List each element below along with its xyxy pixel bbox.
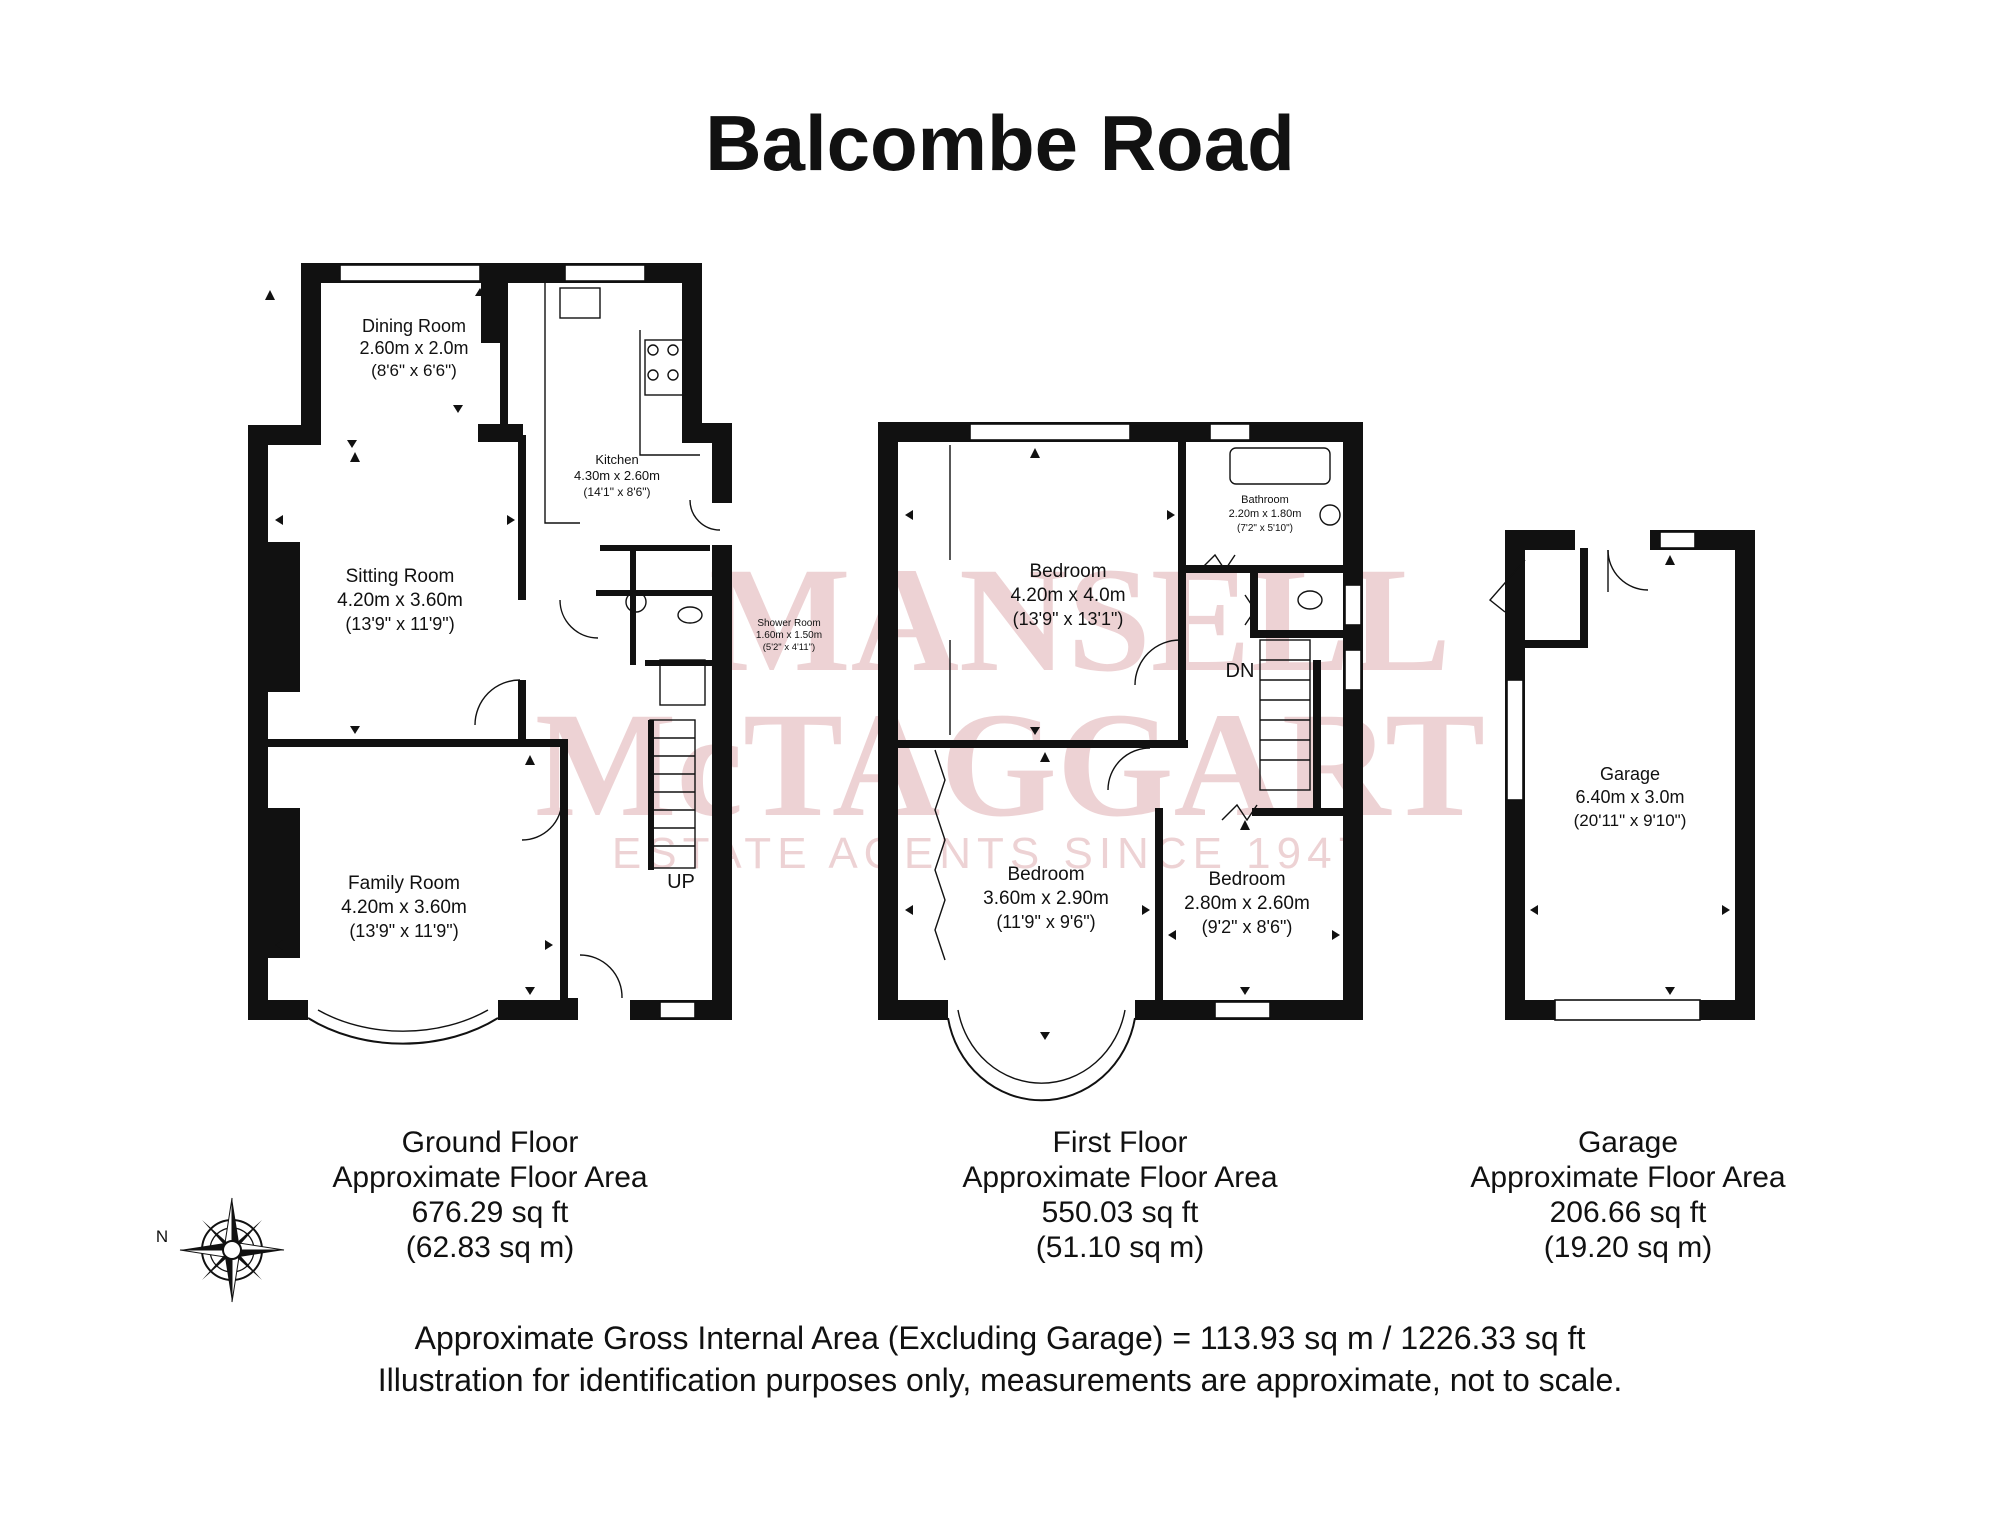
room-size-imperial: (8'6" x 6'6") [371,361,457,380]
room-size: 2.20m x 1.80m [1229,508,1302,520]
page-title: Balcombe Road [705,99,1295,187]
floor-area-label: Approximate Floor Area [332,1161,648,1194]
room-kitchen: Kitchen 4.30m x 2.60m (14'1" x 8'6") [574,452,660,499]
floor-area-sqft: 206.66 sq ft [1549,1196,1707,1229]
stairs-up-label: UP [667,871,695,893]
room-size: 4.20m x 3.60m [337,590,463,611]
room-size-imperial: (14'1" x 8'6") [583,485,650,499]
watermark: MANSELL McTAGGART ESTATE AGENTS SINCE 19… [535,537,1485,878]
floor-area-sqm: (51.10 sq m) [1035,1231,1205,1264]
room-name: Garage [1600,764,1660,784]
room-size: 2.60m x 2.0m [359,338,468,358]
room-bathroom: Bathroom 2.20m x 1.80m (7'2" x 5'10") [1229,494,1302,534]
ground-floor-summary: Ground Floor Approximate Floor Area 676.… [290,1125,690,1265]
watermark-line2: McTAGGART [535,682,1485,848]
room-sitting: Sitting Room 4.20m x 3.60m (13'9" x 11'9… [337,566,463,634]
room-size-imperial: (5'2" x 4'11") [763,642,815,653]
disclaimer-text: Illustration for identification purposes… [377,1362,1623,1398]
first-floor-plan [878,422,1363,1102]
floor-area-sqm: (62.83 sq m) [405,1231,575,1264]
compass-rose-icon [179,1197,285,1303]
floor-area-sqm: (19.20 sq m) [1543,1231,1713,1264]
room-name: Family Room [348,873,460,894]
room-size: 3.60m x 2.90m [983,888,1109,909]
room-bedroom-2: Bedroom 3.60m x 2.90m (11'9" x 9'6") [983,864,1109,932]
floor-area-label: Approximate Floor Area [962,1161,1278,1194]
room-name: Bedroom [1208,869,1285,890]
room-name: Bedroom [1007,864,1084,885]
room-family: Family Room 4.20m x 3.60m (13'9" x 11'9"… [341,873,467,941]
room-size-imperial: (11'9" x 9'6") [996,912,1095,932]
room-name: Kitchen [595,452,638,467]
room-size-imperial: (13'9" x 11'9") [349,921,458,941]
garage-summary: Garage Approximate Floor Area 206.66 sq … [1428,1125,1828,1265]
ground-floor-plan [248,263,732,1045]
first-floor-summary: First Floor Approximate Floor Area 550.0… [920,1125,1320,1265]
room-size: 4.20m x 3.60m [341,897,467,918]
floor-name: Ground Floor [401,1126,579,1159]
garage-plan [1488,530,1755,1021]
room-name: Bathroom [1241,494,1289,506]
watermark-line3: ESTATE AGENTS SINCE 1947 [612,829,1368,878]
gross-area-text: Approximate Gross Internal Area (Excludi… [414,1320,1586,1356]
floor-area-sqft: 550.03 sq ft [1041,1196,1199,1229]
room-dining: Dining Room 2.60m x 2.0m (8'6" x 6'6") [359,316,468,380]
room-size: 2.80m x 2.60m [1184,893,1310,914]
stairs-down-label: DN [1226,660,1255,682]
watermark-line1: MANSELL [709,537,1451,703]
compass-north-label: N [156,1227,168,1246]
room-size: 4.20m x 4.0m [1010,585,1125,606]
room-name: Shower Room [757,618,820,629]
room-size-imperial: (20'11" x 9'10") [1574,811,1687,830]
room-size-imperial: (13'9" x 11'9") [345,614,454,634]
floor-area-sqft: 676.29 sq ft [411,1196,569,1229]
dimension-markers [265,288,1730,1040]
room-bedroom-3: Bedroom 2.80m x 2.60m (9'2" x 8'6") [1184,869,1310,937]
room-size: 6.40m x 3.0m [1575,787,1684,807]
room-name: Bedroom [1029,561,1106,582]
room-size: 4.30m x 2.60m [574,468,660,483]
room-name: Dining Room [362,316,466,336]
room-bedroom-1: Bedroom 4.20m x 4.0m (13'9" x 13'1") [1010,561,1125,629]
room-size-imperial: (7'2" x 5'10") [1237,523,1293,534]
room-garage: Garage 6.40m x 3.0m (20'11" x 9'10") [1574,764,1687,830]
room-size-imperial: (13'9" x 13'1") [1013,609,1124,629]
room-size: 1.60m x 1.50m [756,630,822,641]
floor-area-label: Approximate Floor Area [1470,1161,1786,1194]
floor-name: Garage [1577,1126,1679,1159]
room-name: Sitting Room [346,566,455,587]
room-size-imperial: (9'2" x 8'6") [1202,917,1293,937]
floor-name: First Floor [1052,1126,1188,1159]
room-shower: Shower Room 1.60m x 1.50m (5'2" x 4'11") [756,618,822,653]
